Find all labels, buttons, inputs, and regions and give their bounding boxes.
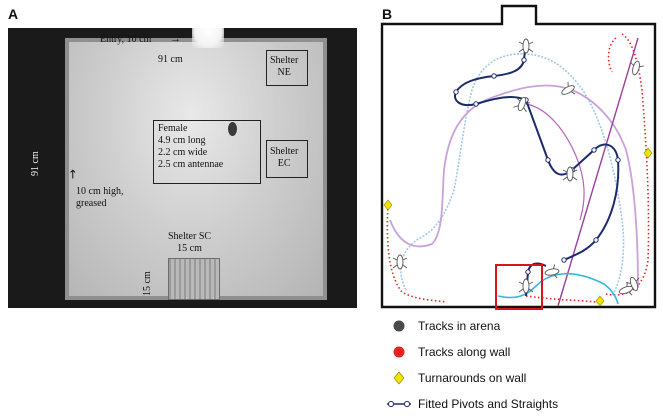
gray-dot-icon [386, 318, 412, 334]
cockroach-icon [544, 264, 560, 279]
cockroach-icon [392, 254, 408, 270]
red-dot-icon [386, 344, 412, 360]
cockroach-icon [561, 81, 576, 95]
shelter-sc-label: Shelter SC 15 cm [168, 231, 212, 254]
purple-track [557, 37, 639, 307]
panel-b-letter: B [382, 6, 393, 22]
female-info-label: Female 4.9 cm long 2.2 cm wide 2.5 cm an… [158, 123, 224, 170]
entry-label: Entry, 10 cm [100, 34, 152, 45]
cockroach-icon [518, 278, 534, 294]
cockroach-icons [392, 38, 644, 296]
height-label: 91 cm [30, 151, 41, 176]
arena-outline [380, 4, 657, 309]
legend-item-tracks-in-arena: Tracks in arena [386, 318, 500, 334]
shelter-sc-side-label: 15 cm [142, 271, 153, 296]
purple-track-2 [525, 103, 585, 221]
cockroach-icon [513, 96, 530, 113]
light-blue-track [399, 53, 625, 297]
legend-label-tracks-in-arena: Tracks in arena [418, 319, 501, 333]
turnaround-marker-east [643, 147, 653, 159]
pivot-line-icon [386, 396, 412, 412]
panel-a-letter: A [8, 6, 19, 22]
width-label: 91 cm [158, 54, 183, 65]
turnaround-markers [383, 147, 653, 307]
arena-floor [65, 38, 327, 300]
shelter-ne-box: Shelter NE [266, 50, 308, 86]
track-diagram [380, 4, 657, 310]
female-cockroach [228, 122, 237, 136]
legend-label-turnarounds: Turnarounds on wall [418, 371, 527, 385]
legend-item-fitted-pivots: Fitted Pivots and Straights [386, 396, 558, 412]
fitted-pivots-tracks [454, 39, 620, 297]
yellow-diamond-icon [386, 370, 412, 386]
pivot-nodes [453, 57, 621, 275]
entry-arrow: → [170, 33, 181, 45]
shelter-sc-highlight [495, 264, 543, 310]
lavender-track [389, 84, 639, 289]
cockroach-icon [562, 166, 578, 182]
shelter-ec-box: Shelter EC [266, 140, 308, 178]
turnaround-marker-west [383, 199, 393, 211]
shelter-sc [168, 258, 220, 300]
arena-photo: Entry, 10 cm → 91 cm Shelter NE Female 4… [8, 28, 357, 308]
wall-note-label: 10 cm high, greased [76, 186, 124, 209]
cockroach-icon [629, 60, 644, 76]
track-diagram-panel: Tracks in arena Tracks along wall Turnar… [376, 0, 663, 418]
legend-item-turnarounds: Turnarounds on wall [386, 370, 526, 386]
legend-label-tracks-along-wall: Tracks along wall [418, 345, 511, 359]
entry-opening [192, 28, 224, 48]
turnaround-marker-south [595, 295, 605, 307]
legend-item-tracks-along-wall: Tracks along wall [386, 344, 510, 360]
wall-tracks [386, 33, 650, 303]
cockroach-icon [626, 276, 640, 292]
female-info-box: Female 4.9 cm long 2.2 cm wide 2.5 cm an… [153, 120, 261, 184]
cockroach-icon [518, 38, 534, 54]
shelter-ec-label: Shelter EC [270, 146, 299, 169]
cyan-track [497, 273, 619, 305]
shelter-ne-label: Shelter NE [270, 55, 299, 78]
legend-label-fitted-pivots: Fitted Pivots and Straights [418, 397, 559, 411]
